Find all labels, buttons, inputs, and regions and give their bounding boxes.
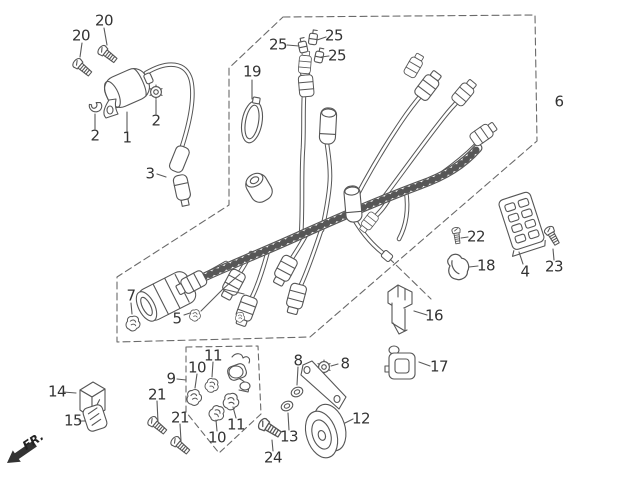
clip-25-c	[313, 46, 326, 64]
harness-trunk	[186, 143, 483, 288]
bolt-24	[256, 416, 284, 441]
clip-11-top	[203, 376, 221, 395]
cover-4	[498, 191, 546, 257]
screw-22	[451, 226, 463, 245]
front-direction-arrow	[7, 440, 37, 463]
clip-16	[387, 284, 413, 335]
grommet-7	[125, 315, 141, 332]
switch-assembly-9	[227, 353, 251, 393]
screw-23	[542, 224, 562, 247]
clip-17	[384, 345, 416, 380]
nut-2-right	[149, 84, 163, 100]
clip-2-left	[88, 101, 103, 113]
subassembly-boundary-dashed	[185, 345, 262, 454]
clip-25-a	[296, 36, 309, 54]
clip-10-top	[184, 388, 204, 408]
screw-20-left	[70, 56, 94, 79]
horn-drawing	[300, 360, 347, 459]
clip-5	[189, 309, 201, 322]
grommet-18	[447, 253, 470, 281]
clip-25-b	[307, 28, 319, 46]
screw-20-right	[95, 43, 120, 66]
spark-plug-cap-drawing	[168, 145, 191, 207]
harness-branches	[196, 90, 479, 304]
band-19-drawing	[240, 96, 264, 144]
washer-8-left	[289, 384, 305, 400]
wire-harness-drawing	[135, 50, 500, 329]
clip-11-bottom	[222, 392, 240, 411]
callout-leader-lines	[62, 27, 555, 452]
washer-13	[279, 398, 295, 414]
